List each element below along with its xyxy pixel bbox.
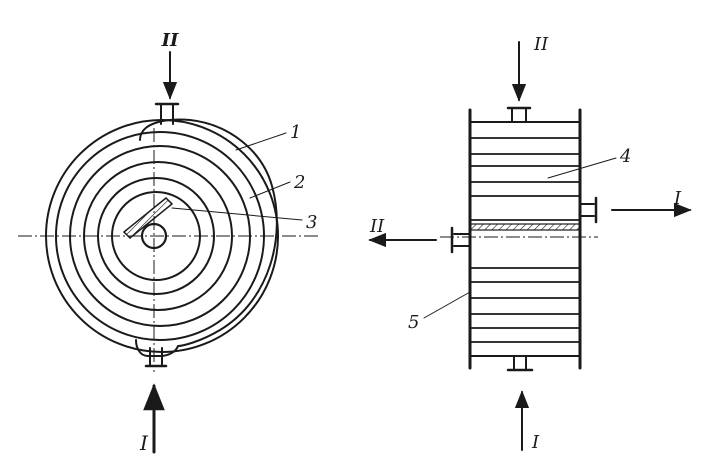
partition-plate: [122, 196, 174, 240]
left-side-nozzle: [450, 226, 471, 254]
central-core: [140, 222, 168, 250]
label-flow-I-bottom-right: I: [531, 432, 540, 453]
label-3: 3: [306, 212, 317, 233]
leader-5: [423, 291, 471, 319]
label-1: 1: [290, 122, 301, 143]
label-2: 2: [293, 172, 305, 193]
bottom-nozzle-right: [506, 355, 534, 372]
label-5: 5: [408, 312, 419, 333]
spiral-turn-6: [111, 191, 201, 281]
label-flow-II-top-left: II: [161, 30, 179, 51]
bottom-nozzle-left: [144, 347, 168, 368]
leader-4: [547, 157, 617, 179]
spiral-turn-3: [69, 145, 251, 327]
leader-2: [249, 181, 291, 199]
label-flow-I-bottom-left: I: [139, 431, 149, 455]
right-side-nozzle: [579, 196, 598, 224]
label-flow-II-left-out: II: [369, 216, 385, 237]
spiral-layers-upper: [469, 137, 581, 221]
label-4: 4: [619, 146, 631, 167]
top-nozzle-left: [154, 102, 180, 125]
leader-1: [235, 132, 287, 151]
spiral-turn-4: [83, 161, 233, 311]
spiral-turn-5: [97, 177, 215, 295]
label-flow-II-top-right: II: [533, 34, 549, 55]
side-view-section: 4 5 II I II I: [368, 34, 692, 453]
top-nozzle-right: [506, 106, 532, 123]
label-flow-I-right-out: I: [673, 188, 682, 209]
leader-3: [171, 207, 303, 221]
central-hatched-plate: [469, 223, 581, 231]
outer-shell: [135, 118, 278, 357]
spiral-turn-2: [55, 131, 265, 341]
front-view-spiral: 1 2 3 II I: [18, 30, 318, 455]
spiral-layers-lower: [469, 267, 581, 343]
